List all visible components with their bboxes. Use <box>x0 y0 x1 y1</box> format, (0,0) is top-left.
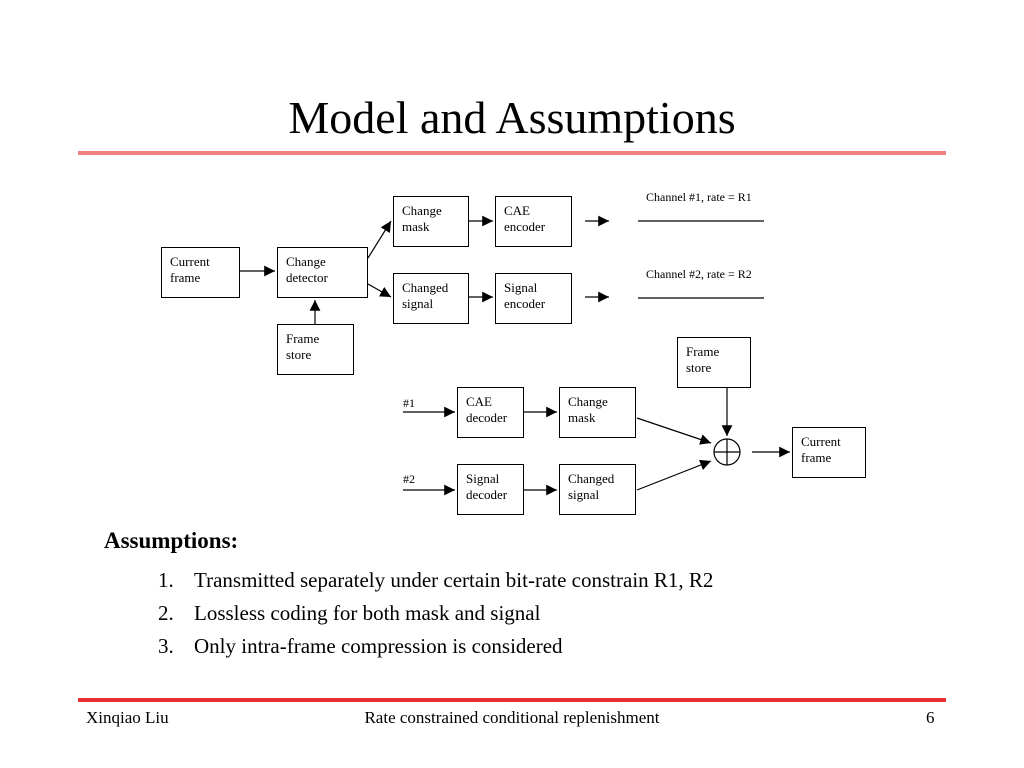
decoder-changed-signal-box: Changed signal <box>559 464 636 515</box>
list-item-text: Lossless coding for both mask and signal <box>194 601 541 625</box>
signal-decoder-label: Signal decoder <box>466 471 508 502</box>
decoder-current-frame-box: Current frame <box>792 427 866 478</box>
channel2-label: Channel #2, rate = R2 <box>646 267 752 281</box>
cae-encoder-label: CAE encoder <box>504 203 546 234</box>
decoder-input2-label: #2 <box>403 472 415 486</box>
arrow-changed-to-sum <box>636 459 712 491</box>
encoder-frame-store-box: Frame store <box>277 324 354 375</box>
cae-decoder-box: CAE decoder <box>457 387 524 438</box>
arrow-detector-to-signal <box>367 283 392 298</box>
footer-author: Xinqiao Liu <box>86 708 169 727</box>
current-frame-label: Current frame <box>170 254 210 285</box>
list-item: 2. Lossless coding for both mask and sign… <box>158 597 713 630</box>
decoder-input1-label: #1 <box>403 396 415 410</box>
arrow-detector-to-mask <box>367 220 392 259</box>
list-item: 3. Only intra-frame compression is consid… <box>158 630 713 663</box>
list-item: 1. Transmitted separately under certain b… <box>158 564 713 597</box>
decoder-current-frame-label: Current frame <box>801 434 841 465</box>
list-item-number: 1. <box>158 568 174 592</box>
decoder-frame-store-label: Frame store <box>686 344 720 375</box>
change-detector-box: Change detector <box>277 247 368 298</box>
footer-topic: Rate constrained conditional replenishme… <box>364 708 660 727</box>
signal-decoder-box: Signal decoder <box>457 464 524 515</box>
assumptions-list: 1. Transmitted separately under certain b… <box>158 564 713 663</box>
decoder-changed-signal-label: Changed signal <box>568 471 615 502</box>
decoder-frame-store-box: Frame store <box>677 337 751 388</box>
decoder-change-mask-box: Change mask <box>559 387 636 438</box>
decoder-change-mask-label: Change mask <box>568 394 608 425</box>
title-divider <box>78 151 946 155</box>
signal-encoder-label: Signal encoder <box>504 280 546 311</box>
changed-signal-label: Changed signal <box>402 280 449 311</box>
cae-encoder-box: CAE encoder <box>495 196 572 247</box>
slide-title: Model and Assumptions <box>288 92 736 143</box>
list-item-number: 2. <box>158 601 174 625</box>
list-item-text: Transmitted separately under certain bit… <box>194 568 714 592</box>
signal-encoder-box: Signal encoder <box>495 273 572 324</box>
channel1-label: Channel #1, rate = R1 <box>646 190 752 204</box>
footer-divider <box>78 698 946 702</box>
cae-decoder-label: CAE decoder <box>466 394 508 425</box>
change-mask-label: Change mask <box>402 203 442 234</box>
current-frame-box: Current frame <box>161 247 240 298</box>
list-item-number: 3. <box>158 634 174 658</box>
change-detector-label: Change detector <box>286 254 328 285</box>
change-mask-box: Change mask <box>393 196 469 247</box>
sum-junction <box>713 438 741 466</box>
assumptions-heading: Assumptions: <box>104 528 239 553</box>
changed-signal-box: Changed signal <box>393 273 469 324</box>
encoder-frame-store-label: Frame store <box>286 331 320 362</box>
list-item-text: Only intra-frame compression is consider… <box>194 634 563 658</box>
footer-page-number: 6 <box>926 708 935 727</box>
arrow-mask-to-sum <box>636 417 712 445</box>
